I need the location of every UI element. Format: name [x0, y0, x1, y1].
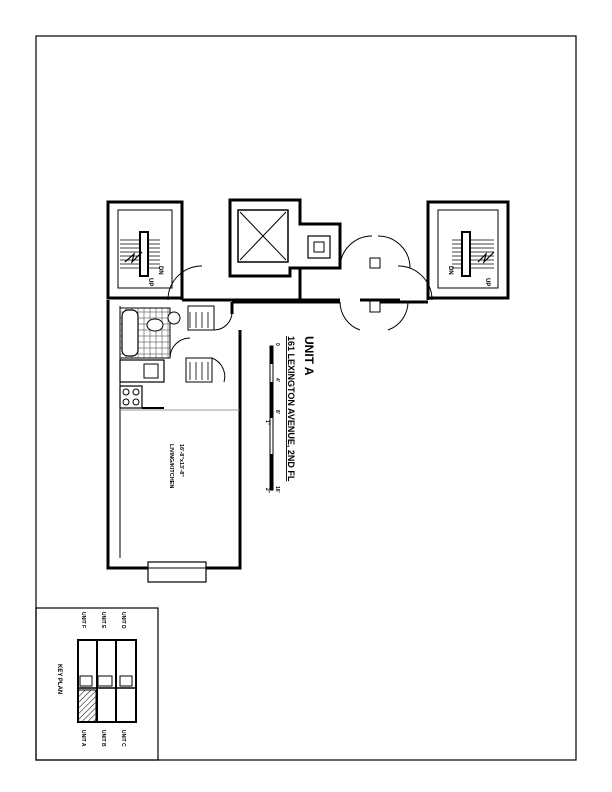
scale-bar: 0 4' 8' 16' 1" 2": [264, 343, 280, 494]
scale-label: 2": [264, 488, 270, 494]
kitchen-sink: [143, 363, 159, 379]
stair-up-label-right: UP: [484, 278, 490, 286]
stair-down-label-right: DN: [447, 266, 453, 275]
unit-a: LIVING/KITCHEN 16'-8"x13'-8": [106, 300, 242, 583]
room-size: 16'-8"x13'-8": [178, 444, 184, 477]
address-title: 161 LEXINGTON AVENUE, 2ND FL: [286, 336, 296, 482]
key-plan-unit-label: UNIT D: [120, 612, 126, 629]
scale-label: 0: [274, 343, 280, 346]
room-name: LIVING/KITCHEN: [168, 444, 174, 488]
bathtub: [121, 309, 139, 357]
scale-label: 1": [264, 420, 270, 426]
sheet-border: [35, 35, 577, 761]
key-plan: KEY PLAN UNIT F UNIT E UNIT D UNIT A UNI…: [35, 607, 159, 761]
range: [119, 385, 143, 409]
stair-down-label: DN: [157, 266, 163, 275]
right-stair: UP DN: [426, 200, 510, 300]
toilet: [167, 311, 181, 325]
scale-label: 8': [274, 410, 280, 414]
corridor: [167, 235, 433, 331]
key-plan-unit-label: UNIT E: [100, 612, 106, 629]
left-stair: UP DN: [106, 200, 184, 300]
key-plan-title: KEY PLAN: [56, 664, 62, 694]
unit-a-highlight: [77, 689, 97, 723]
unit-title: UNIT A: [302, 336, 316, 376]
key-plan-unit-label: UNIT A: [80, 730, 86, 747]
key-plan-unit-label: UNIT C: [120, 730, 126, 747]
scale-label: 4': [274, 378, 280, 382]
key-plan-unit-label: UNIT B: [100, 730, 106, 747]
elevator-core: [228, 198, 342, 278]
scale-label: 16': [274, 486, 280, 493]
sink: [146, 318, 164, 332]
key-plan-unit-label: UNIT F: [80, 612, 86, 628]
stair-up-label: UP: [147, 278, 153, 286]
